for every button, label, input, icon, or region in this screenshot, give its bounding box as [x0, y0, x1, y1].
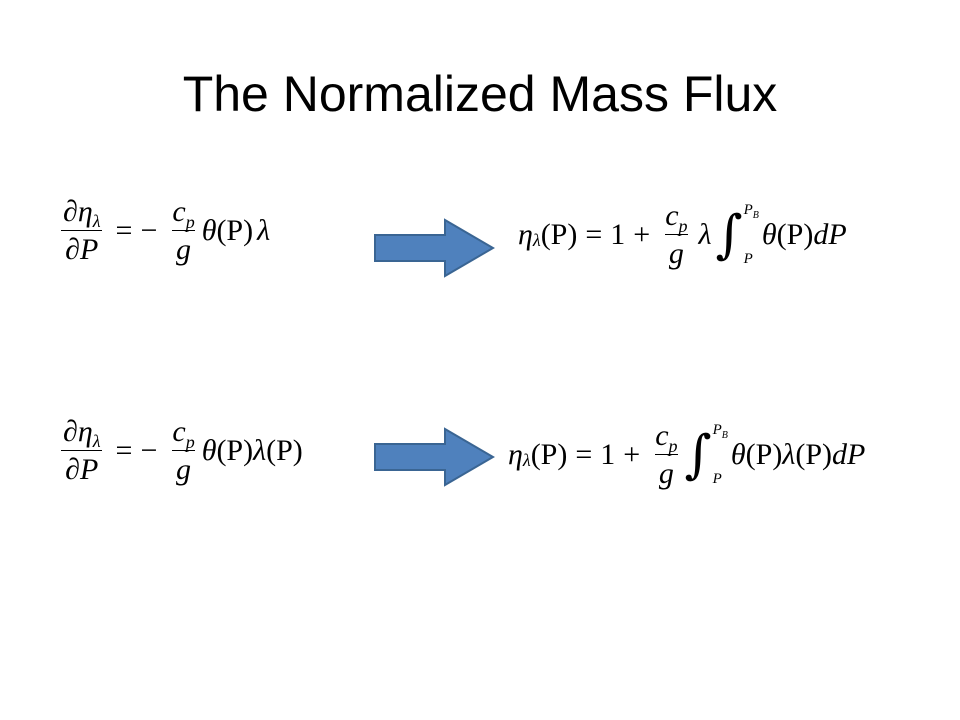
right-arrow-icon	[374, 218, 495, 278]
slide-title: The Normalized Mass Flux	[182, 66, 778, 122]
fraction-cp-g: cp g	[172, 195, 196, 266]
equation-1-differential: ∂ηλ ∂P = − cp g θ(P)λ	[56, 196, 270, 265]
fraction-d-eta-dp: ∂ηλ ∂P	[61, 415, 103, 486]
arrow-shape	[374, 427, 495, 487]
integral-sign: ∫	[684, 424, 712, 485]
integral-sign: ∫	[715, 204, 743, 265]
fraction-cp-g: cp g	[172, 415, 196, 486]
equation-2-differential: ∂ηλ ∂P = − cp g θ(P)λ(P)	[56, 416, 303, 485]
fraction-d-eta-dp: ∂ηλ ∂P	[61, 195, 103, 266]
integral-limits: PB P	[743, 201, 759, 267]
right-arrow-icon	[374, 427, 495, 487]
arrow-shape	[374, 218, 495, 278]
fraction-cp-g: cp g	[664, 199, 688, 270]
integral-limits: PB P	[712, 421, 728, 487]
fraction-cp-g: cp g	[654, 419, 678, 490]
